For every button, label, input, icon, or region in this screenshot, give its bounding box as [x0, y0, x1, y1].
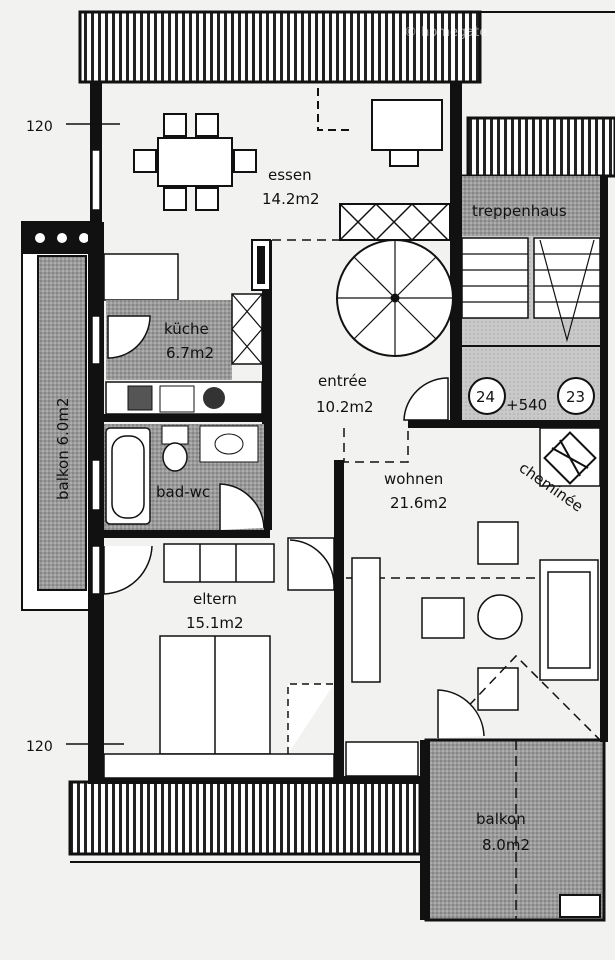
dimension-top: 120	[26, 119, 53, 135]
watermark: © homegate	[404, 25, 487, 40]
room-name-essen: essen	[268, 166, 312, 184]
desk	[317, 88, 443, 167]
west-balcony	[21, 221, 101, 611]
bedroom	[103, 537, 335, 779]
dimension-bottom: 120	[26, 739, 53, 755]
kitchen	[103, 239, 271, 415]
room-name-eltern: eltern	[193, 590, 237, 608]
room-label-balkon-west: balkon 6.0m2	[54, 398, 72, 501]
room-name-entree: entrée	[318, 372, 367, 390]
room-area-essen: 14.2m2	[262, 190, 320, 208]
entry-door	[403, 377, 449, 421]
dimension-ticks	[66, 123, 124, 745]
south-railing	[68, 780, 422, 863]
unit-number-23: 23	[566, 388, 585, 406]
east-balcony	[424, 738, 606, 922]
room-area-kueche: 6.7m2	[166, 344, 214, 362]
room-name-kueche: küche	[164, 320, 209, 338]
living-room-furniture	[345, 521, 601, 777]
room-area-eltern: 15.1m2	[186, 614, 244, 632]
fireplace	[539, 427, 601, 487]
unit-number-24: 24	[476, 388, 495, 406]
windows	[91, 149, 101, 595]
room-name-treppenhaus: treppenhaus	[472, 202, 567, 220]
room-name-wohnen: wohnen	[384, 470, 443, 488]
spiral-stair	[336, 203, 454, 357]
room-area-entree: 10.2m2	[316, 398, 374, 416]
dining-table	[133, 113, 257, 211]
bathroom	[104, 424, 265, 530]
north-railing	[78, 10, 615, 178]
room-name-bad: bad-wc	[156, 483, 210, 501]
room-area-balkon-east: 8.0m2	[482, 836, 530, 854]
room-area-wohnen: 21.6m2	[390, 494, 448, 512]
room-name-balkon-east: balkon	[476, 810, 526, 828]
level-marker: +540	[506, 396, 547, 414]
stairwell	[456, 174, 606, 424]
